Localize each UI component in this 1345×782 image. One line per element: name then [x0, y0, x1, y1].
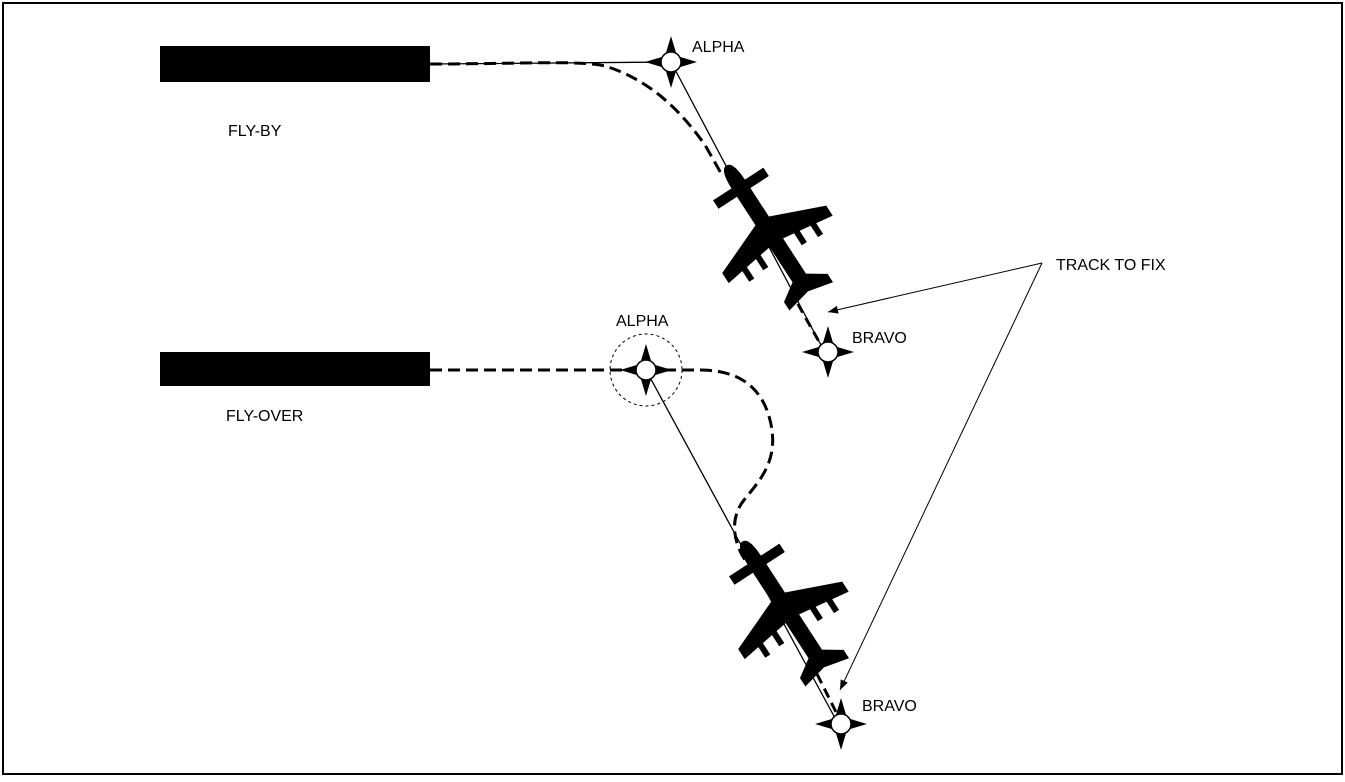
track-to-fix-arrow-bottom [839, 262, 1043, 691]
fly-over-turn-path [430, 368, 775, 561]
fly-by-runway [160, 46, 430, 82]
waypoint-icon [801, 325, 855, 379]
waypoint-icon [619, 343, 673, 397]
fly-over-runway [160, 352, 430, 386]
fly-by-direct-track [429, 61, 823, 348]
fly-over-label: FLY-OVER [226, 408, 303, 425]
fly-by-bravo-label: BRAVO [852, 330, 907, 347]
fly-by-label: FLY-BY [228, 123, 282, 140]
waypoint-icon [644, 35, 698, 89]
fly-over-alpha-label: ALPHA [616, 313, 669, 330]
fly-over-bravo-label: BRAVO [862, 698, 917, 715]
track-to-fix-arrow-top [827, 262, 1043, 314]
fly-by-alpha-label: ALPHA [692, 39, 745, 56]
waypoint-icon [814, 697, 868, 751]
aircraft-icon [674, 131, 864, 331]
fly-by-turn-path [429, 61, 724, 176]
track-to-fix-label: TRACK TO FIX [1056, 257, 1166, 274]
aircraft-icon [690, 507, 880, 707]
fly-by-final-path [788, 289, 824, 348]
